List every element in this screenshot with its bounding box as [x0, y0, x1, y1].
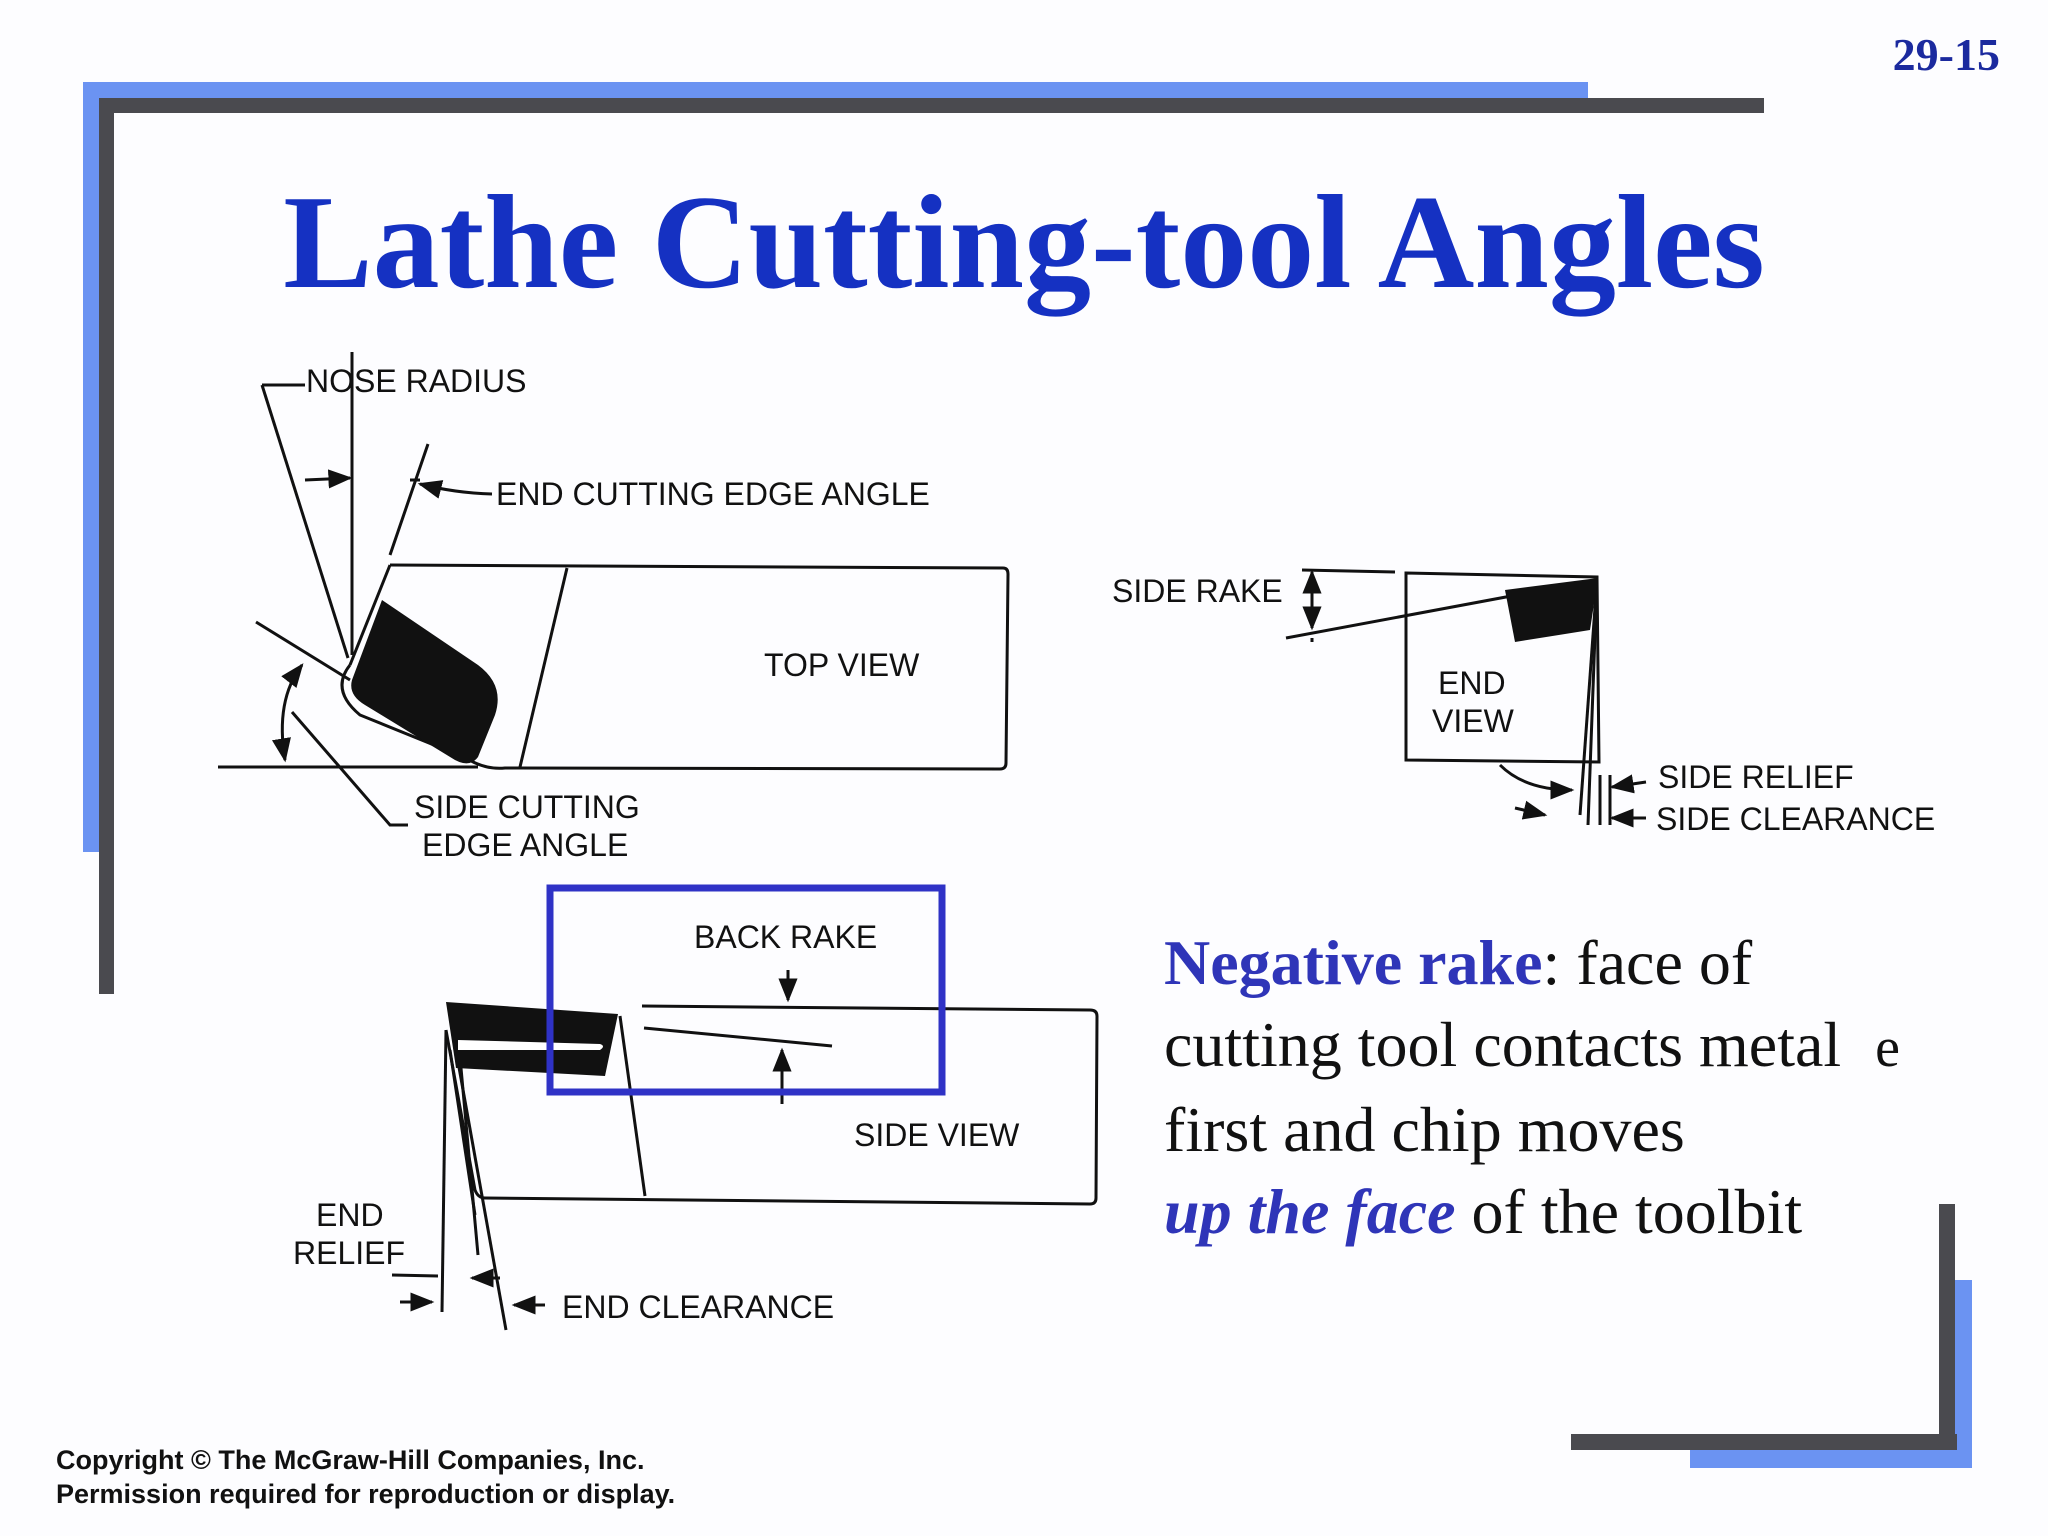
- label-end-view-line2: VIEW: [1432, 703, 1515, 739]
- frame-left-dark-bar: [99, 98, 114, 994]
- label-side-rake: SIDE RAKE: [1112, 573, 1283, 609]
- frame-top-blue-bar: [83, 82, 1588, 100]
- top-view-drawing: [218, 352, 1010, 827]
- label-end-view-line1: END: [1438, 665, 1506, 701]
- label-side-view: SIDE VIEW: [854, 1117, 1020, 1153]
- side-view-cutting-insert: [446, 1002, 618, 1076]
- frame-bottom-blue-bar: [1690, 1448, 1972, 1468]
- label-nose-radius: NOSE RADIUS: [306, 363, 526, 399]
- label-end-clearance: END CLEARANCE: [562, 1289, 834, 1325]
- label-side-clearance: SIDE CLEARANCE: [1656, 801, 1935, 837]
- label-top-view: TOP VIEW: [764, 647, 920, 683]
- slide-title: Lathe Cutting-tool Angles: [283, 168, 1765, 316]
- back-rake-highlight-box: [546, 884, 946, 1096]
- label-end-relief-line1: END: [316, 1197, 384, 1233]
- copyright-line-1: Copyright © The McGraw-Hill Companies, I…: [56, 1445, 645, 1475]
- note-line-3: first and chip moves: [1164, 1094, 1685, 1165]
- frame-bottom-dark-bar: [1571, 1434, 1957, 1450]
- note-text-4: of the toolbit: [1455, 1176, 1803, 1247]
- label-side-cutting-line1: SIDE CUTTING: [414, 789, 640, 825]
- label-back-rake: BACK RAKE: [694, 919, 877, 955]
- copyright-line-2: Permission required for reproduction or …: [56, 1479, 676, 1509]
- side-view-drawing: [391, 970, 1099, 1331]
- note-text-1: : face of: [1542, 927, 1753, 998]
- label-side-cutting-line2: EDGE ANGLE: [422, 827, 628, 863]
- frame-right-blue-bar: [1952, 1280, 1972, 1468]
- note-term: Negative rake: [1164, 927, 1543, 998]
- label-end-cutting-edge-angle: END CUTTING EDGE ANGLE: [496, 476, 930, 512]
- frame-right-dark-bar: [1939, 1204, 1955, 1450]
- top-view-cutting-insert: [351, 600, 498, 764]
- note-line-1: Negative rake: face of: [1164, 922, 1984, 1004]
- side-view-insert-groove: [458, 1040, 603, 1050]
- frame-top-dark-bar: [99, 98, 1764, 113]
- note-line-4: up the face of the toolbit: [1164, 1171, 1984, 1253]
- note-emphasis: up the face: [1164, 1176, 1456, 1247]
- end-view-cutting-insert: [1505, 578, 1598, 642]
- label-end-relief-line2: RELIEF: [293, 1235, 405, 1271]
- note-stray-glyph: e: [1875, 1017, 1901, 1079]
- label-side-relief: SIDE RELIEF: [1658, 759, 1854, 795]
- negative-rake-note: Negative rake: face of cutting tool cont…: [1164, 922, 1984, 1253]
- slide-number: 29-15: [1892, 29, 2000, 80]
- frame-left-blue-bar: [83, 82, 103, 852]
- copyright-notice: Copyright © The McGraw-Hill Companies, I…: [56, 1443, 675, 1511]
